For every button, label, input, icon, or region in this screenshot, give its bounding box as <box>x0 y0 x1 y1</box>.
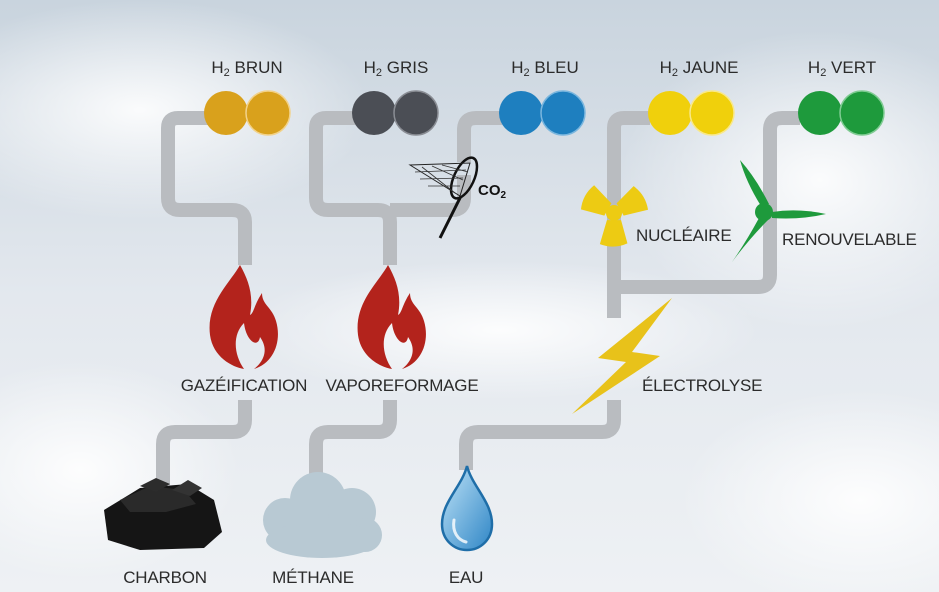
lightning-icon <box>572 298 672 414</box>
h2-label-gris: H2 GRIS <box>363 58 429 79</box>
molecule-brun <box>204 90 291 136</box>
h2-label-jaune: H2 JAUNE <box>659 58 739 79</box>
flame-gazeification-icon <box>209 265 278 369</box>
label-nucleaire: NUCLÉAIRE <box>636 226 732 245</box>
molecule-vert <box>798 90 885 136</box>
pipe-gris <box>309 111 397 265</box>
label-eau: EAU <box>448 568 484 587</box>
coal-icon <box>104 478 222 550</box>
methane-cloud-icon <box>263 472 382 558</box>
molecule-bleu <box>499 90 586 136</box>
wind-turbine-icon <box>732 160 826 262</box>
cloud <box>0 0 370 220</box>
pipe-brun <box>161 111 252 265</box>
water-drop-icon <box>440 465 494 552</box>
label-electrolyse: ÉLECTROLYSE <box>642 376 763 395</box>
molecule-gris <box>352 90 439 136</box>
flame-vaporeformage-icon <box>357 265 426 369</box>
pipe-jaune <box>607 111 650 318</box>
co2-capture-net-icon <box>408 156 479 239</box>
pipe-coal <box>156 400 252 485</box>
pipe-methane <box>309 400 397 475</box>
h2-label-vert: H2 VERT <box>807 58 877 79</box>
label-vaporeformage: VAPOREFORMAGE <box>325 376 479 395</box>
cloud <box>680 390 939 592</box>
pipe-bleu-join <box>390 175 471 217</box>
label-methane: MÉTHANE <box>272 568 354 587</box>
co2-label: CO2 <box>478 182 507 201</box>
h2-label-brun: H2 BRUN <box>211 58 283 79</box>
pipe-bleu <box>457 111 502 162</box>
nuclear-icon <box>580 185 649 247</box>
label-charbon: CHARBON <box>123 568 207 587</box>
pipe-vert <box>614 111 800 294</box>
h2-label-bleu: H2 BLEU <box>511 58 579 79</box>
molecule-jaune <box>648 90 735 136</box>
pipe-water <box>459 400 621 470</box>
label-renouvelable: RENOUVELABLE <box>782 230 917 249</box>
label-gazeification: GAZÉIFICATION <box>180 376 308 395</box>
pipes <box>156 111 800 485</box>
